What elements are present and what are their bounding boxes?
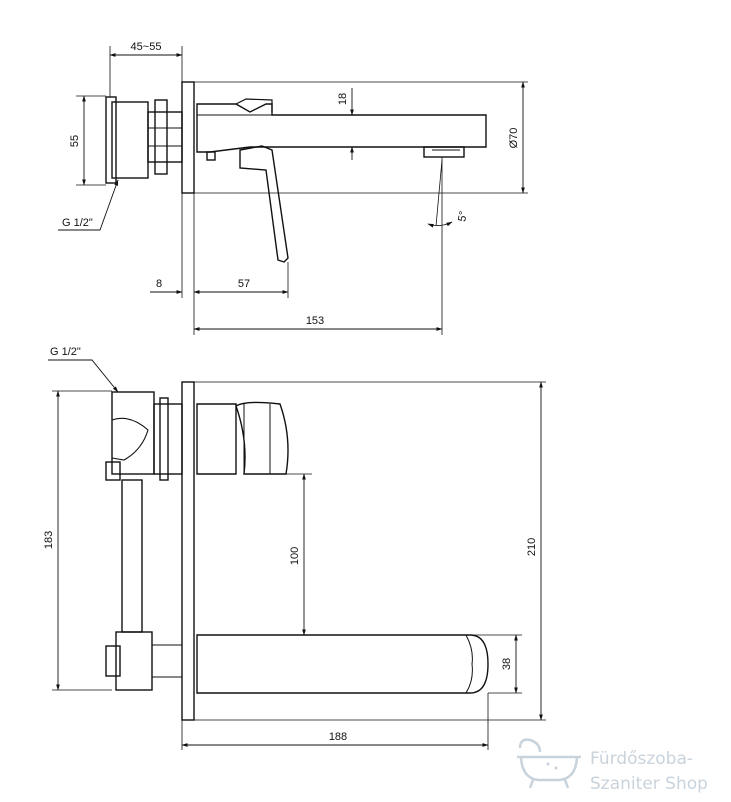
front-spout: [196, 634, 489, 694]
dim-spout-length: 153: [306, 315, 324, 327]
dim-body-height: 183: [43, 531, 55, 549]
valve-body: [147, 111, 183, 163]
front-lever: [196, 403, 237, 475]
wall-plate: [181, 81, 195, 194]
dim-front-thread-label: G 1/2": [50, 346, 81, 358]
lever: [239, 145, 289, 263]
front-pipe: [121, 479, 143, 633]
dim-thread-label: G 1/2": [62, 217, 93, 229]
dim-lever-to-spout: 100: [289, 547, 301, 565]
dim-plate-diameter: Ø70: [508, 128, 520, 149]
dim-total-length: 188: [329, 731, 347, 743]
watermark-line2: Szaniter Shop: [590, 774, 708, 794]
dim-aerator-angle: 5°: [456, 210, 470, 222]
aerator: [423, 146, 465, 158]
watermark-line1: Fürdőszoba-: [590, 749, 693, 769]
front-wall-plate: [181, 381, 195, 721]
dim-handle-offset: 57: [238, 278, 250, 290]
side-view: [58, 46, 528, 335]
dim-plate-thickness: 8: [156, 278, 162, 290]
dim-spout-height: 18: [337, 93, 349, 105]
dim-wall-depth: 45~55: [131, 41, 162, 53]
watermark: Fürdőszoba- Szaniter Shop: [517, 738, 708, 794]
dim-spout-height-front: 38: [501, 658, 513, 670]
dim-thread-height: 55: [69, 135, 81, 147]
spout: [196, 103, 487, 153]
dim-plate-height: 210: [526, 538, 538, 556]
front-view: [48, 359, 546, 750]
bathtub-icon: [517, 738, 581, 789]
